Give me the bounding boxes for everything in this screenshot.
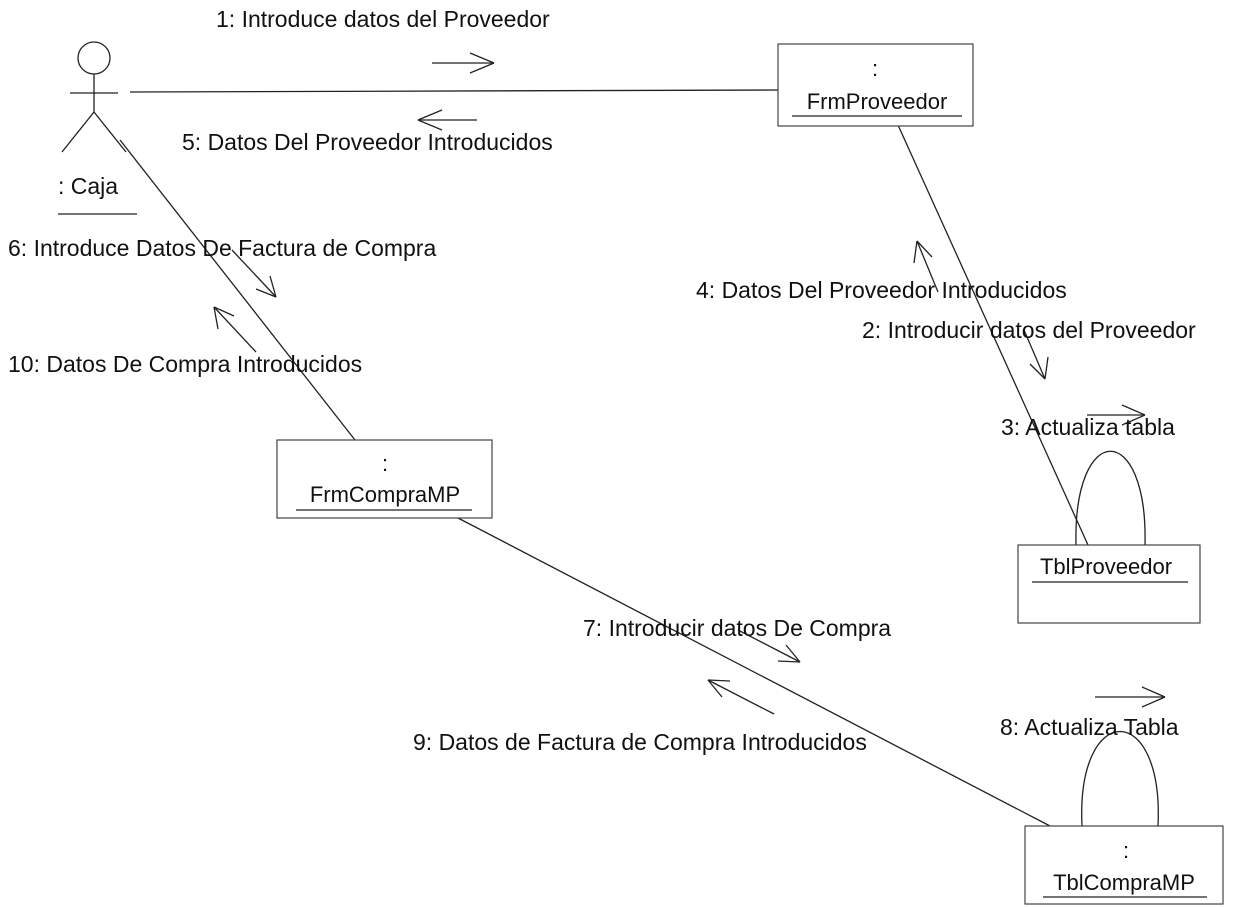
object-frmproveedor: : FrmProveedor (777, 43, 974, 127)
message-label-m9: 9: Datos de Factura de Compra Introducid… (413, 729, 867, 755)
object-name: FrmProveedor (807, 89, 948, 114)
arrow-m3 (1087, 404, 1146, 426)
message-label-m3: 3: Actualiza tabla (1001, 414, 1175, 440)
object-prefix: : (1123, 838, 1129, 863)
link-caja-frmcompramp (119, 139, 356, 441)
message-label-m2: 2: Introducir datos del Proveedor (862, 317, 1196, 343)
arrow-m7 (737, 629, 801, 663)
message-label-m4: 4: Datos Del Proveedor Introducidos (696, 277, 1067, 303)
message-label-m8: 8: Actualiza Tabla (1000, 714, 1179, 740)
link-caja-frmproveedor (129, 89, 781, 93)
actor-name: : Caja (58, 173, 118, 199)
arrow-m8 (1095, 686, 1166, 708)
object-tblcompramp: : TblCompraMP (1024, 825, 1224, 905)
actor-caja: : Caja (58, 41, 137, 215)
arrow-m2 (1023, 329, 1049, 380)
object-name: FrmCompraMP (310, 482, 460, 507)
object-tblproveedor: TblProveedor (1017, 544, 1201, 624)
actor-right-leg (93, 111, 127, 153)
object-name: TblCompraMP (1053, 870, 1195, 895)
link-frmcompramp-tblcompramp (457, 517, 1051, 827)
object-name: TblProveedor (1040, 554, 1172, 579)
arrow-m9 (707, 679, 775, 715)
link-frmproveedor-tblproveedor (897, 124, 1089, 546)
message-label-m5: 5: Datos Del Proveedor Introducidos (182, 129, 553, 155)
actor-left-leg (61, 111, 95, 153)
arrow-m1 (432, 52, 495, 74)
message-label-m6: 6: Introduce Datos De Factura de Compra (8, 235, 436, 261)
message-label-m10: 10: Datos De Compra Introducidos (8, 351, 362, 377)
arrow-m5 (417, 109, 477, 131)
arrow-m4 (913, 240, 939, 293)
message-label-m7: 7: Introducir datos De Compra (583, 615, 891, 641)
object-prefix: : (872, 56, 878, 81)
arrow-m6 (231, 249, 277, 298)
actor-head (77, 41, 111, 75)
object-prefix: : (382, 451, 388, 476)
message-label-m1: 1: Introduce datos del Proveedor (216, 6, 550, 32)
object-frmcompramp: : FrmCompraMP (276, 439, 493, 519)
object-box (777, 43, 974, 127)
self-loop-tblproveedor (1075, 450, 1146, 546)
self-loop-tblcompramp (1081, 731, 1159, 827)
object-box (1017, 544, 1201, 624)
arrow-m10 (213, 306, 257, 353)
object-box (276, 439, 493, 519)
object-box (1024, 825, 1224, 905)
